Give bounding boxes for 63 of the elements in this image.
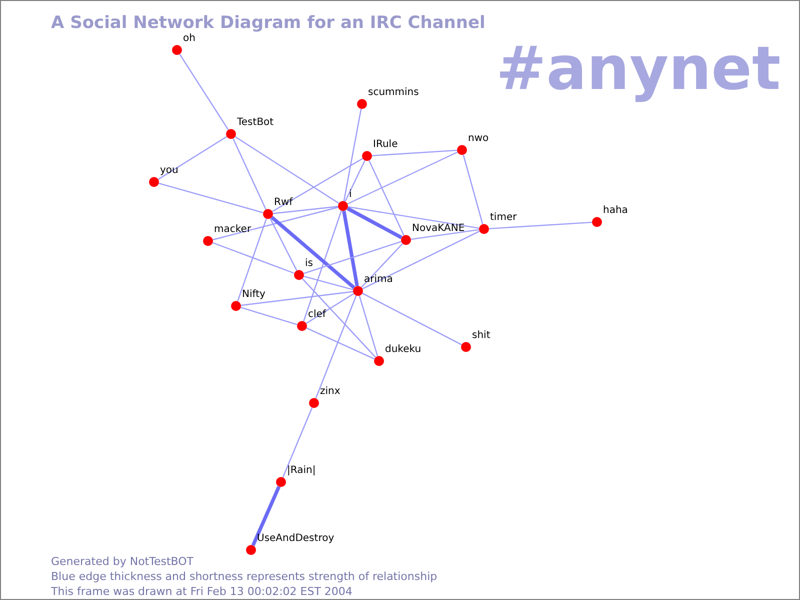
user-node: shit bbox=[461, 330, 490, 352]
user-node: UseAndDestroy bbox=[246, 533, 334, 555]
connection-line bbox=[158, 136, 228, 180]
connection-line bbox=[306, 293, 354, 324]
connection-line bbox=[272, 206, 338, 214]
connection-line bbox=[315, 295, 357, 399]
connection-line bbox=[212, 206, 338, 240]
connection-line bbox=[240, 291, 354, 306]
footer-note: Generated by NotTestBOT bbox=[51, 554, 195, 569]
connection-line bbox=[344, 160, 366, 202]
connection-line bbox=[343, 108, 362, 202]
connection-line bbox=[342, 210, 359, 286]
connection-line bbox=[179, 54, 229, 130]
user-node: is bbox=[294, 258, 313, 280]
connection-line bbox=[410, 229, 480, 240]
connection-line bbox=[302, 278, 376, 358]
connection-line bbox=[304, 276, 354, 290]
connection-line bbox=[237, 218, 267, 302]
connection-line bbox=[282, 407, 313, 478]
user-node: arima bbox=[353, 274, 393, 296]
connection-line bbox=[348, 206, 480, 229]
connection-line bbox=[368, 160, 404, 236]
user-node: timer bbox=[479, 212, 517, 234]
connection-line bbox=[212, 242, 295, 274]
user-node: TestBot bbox=[226, 117, 274, 139]
footer-note: Blue edge thickness and shortness represents strength of relationship bbox=[51, 569, 438, 584]
user-node: Rwf bbox=[263, 197, 293, 219]
footer-note: This frame was drawn at Fri Feb 13 00:02:02 EST 2004 bbox=[51, 584, 354, 599]
user-node: zinx bbox=[309, 386, 340, 408]
user-node: macker bbox=[203, 224, 252, 246]
user-node: IRule bbox=[362, 139, 398, 161]
connection-line bbox=[362, 230, 480, 290]
user-node: NovaKANE bbox=[401, 223, 465, 245]
connection-line bbox=[462, 154, 484, 224]
connection-line bbox=[362, 292, 462, 346]
connection-line bbox=[158, 182, 264, 214]
connection-line bbox=[270, 218, 298, 271]
user-node: |Rain| bbox=[276, 465, 316, 487]
connection-line bbox=[346, 206, 402, 240]
connection-line bbox=[303, 210, 342, 322]
connection-line bbox=[251, 486, 281, 546]
connection-line bbox=[306, 328, 375, 360]
connection-line bbox=[360, 243, 404, 288]
user-node: clef bbox=[297, 309, 326, 331]
connection-line bbox=[234, 136, 340, 204]
user-node: haha bbox=[592, 205, 628, 227]
user-node: scummins bbox=[357, 87, 419, 109]
connection-line bbox=[272, 158, 363, 212]
user-node: you bbox=[149, 165, 178, 187]
user-node: dukeku bbox=[374, 344, 422, 366]
connection-line bbox=[270, 216, 356, 290]
user-node: oh bbox=[172, 33, 196, 55]
connection-line bbox=[232, 138, 266, 210]
connection-line bbox=[358, 296, 378, 356]
user-node: nwo bbox=[457, 133, 489, 155]
connection-line bbox=[372, 150, 458, 156]
connection-line bbox=[304, 240, 402, 274]
connection-line bbox=[240, 306, 298, 326]
user-node: Nifty bbox=[231, 289, 266, 311]
title: A Social Network Diagram for an IRC Channel bbox=[51, 12, 486, 33]
connection-line bbox=[488, 222, 592, 230]
user-node: i bbox=[338, 189, 352, 211]
connection-line bbox=[347, 152, 458, 204]
